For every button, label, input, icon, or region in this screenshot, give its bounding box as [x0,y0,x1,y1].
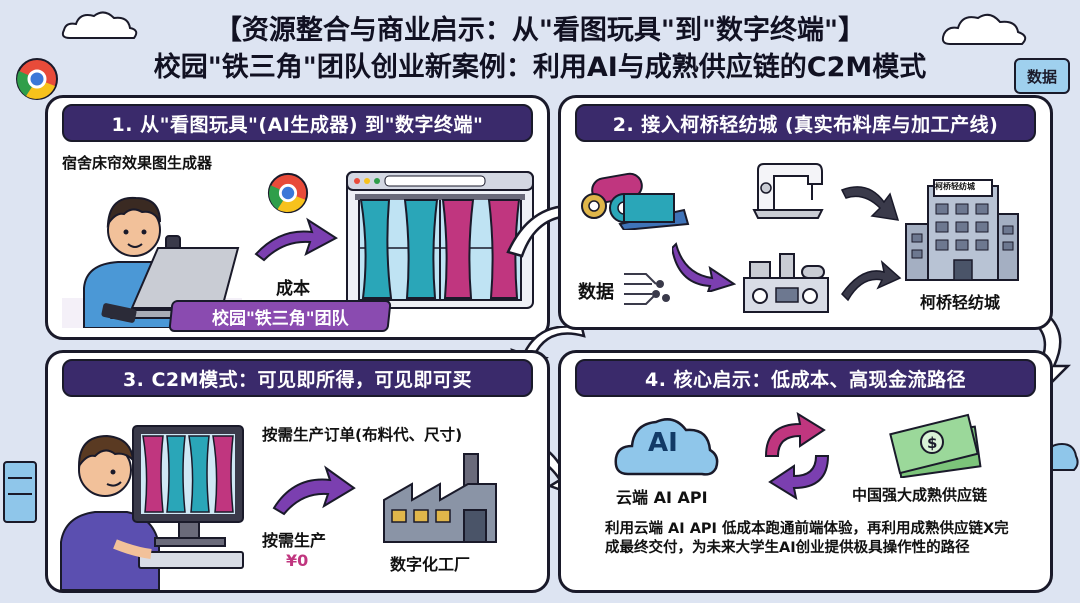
chrome-icon [16,58,58,100]
flow-arrow-icon [841,259,902,302]
insight-summary: 利用云端 AI API 低成本跑通前端体验，再利用成熟供应链X完成最终交付，为未… [605,521,1009,556]
data-label: 数据 [578,282,614,303]
title-line-2: 校园"铁三角"团队创业新案例：利用AI与成熟供应链的C2M模式 [153,52,927,83]
cloud-icon [61,11,138,39]
generator-caption: 宿舍床帘效果图生成器 [62,154,213,172]
building-sign: 柯桥轻纺城 [935,182,975,191]
title-line-1: 【资源整合与商业启示：从"看图玩具"到"数字终端"】 [214,15,866,46]
cycle-arrows-icon [764,412,830,500]
panel-1-heading: 1. 从"看图玩具"(AI生成器) 到"数字终端" [62,104,533,142]
money-stack-icon: $ [889,413,982,478]
flow-arrow-icon [672,242,736,292]
flow-arrow-icon [254,217,338,262]
keqiao-building-icon [905,179,1019,281]
price-label: ¥0 [286,551,309,570]
factory-label: 数字化工厂 [390,555,471,574]
team-badge: 校园"铁三角"团队 [168,300,392,332]
keqiao-place-label: 柯桥轻纺城 [920,293,1001,312]
browser-curtain-preview [346,171,534,309]
data-chip-label: 数据 [1026,67,1057,86]
data-circuit-icon [624,273,670,305]
cloud-api-label: 云端 AI API [616,488,708,507]
sewing-machine-icon [752,163,824,219]
panel-2-heading: 2. 接入柯桥轻纺城 (真实布料库与加工产线) [575,104,1036,142]
cost-label: 成本 [276,279,310,299]
team-label: 校园"铁三角"团队 [211,308,349,329]
supply-chain-label: 中国强大成熟供应链 [852,486,988,504]
flow-arrow-icon [840,186,900,221]
chrome-icon [267,172,309,214]
ai-cloud-icon [614,418,719,476]
produce-label: 按需生产 [262,531,327,550]
ai-badge: AI [648,428,678,458]
page-title: 【资源整合与商业启示：从"看图玩具"到"数字终端"】 校园"铁三角"团队创业新案… [0,14,1080,86]
data-chip-icon: 数据 [1014,58,1070,94]
fabric-rolls-icon [581,172,690,230]
flow-arrow-icon [272,465,356,516]
processing-machine-icon [743,253,829,313]
panel-3-heading: 3. C2M模式：可见即所得，可见即可买 [62,359,533,397]
student-at-monitor-illustration [60,425,244,590]
svg-text:$: $ [927,434,937,452]
cloud-icon [941,13,1027,45]
server-icon [3,461,37,523]
panel-4-heading: 4. 核心启示：低成本、高现金流路径 [575,359,1036,397]
digital-factory-icon [383,453,497,543]
order-label: 按需生产订单(布料代、尺寸) [262,426,463,444]
